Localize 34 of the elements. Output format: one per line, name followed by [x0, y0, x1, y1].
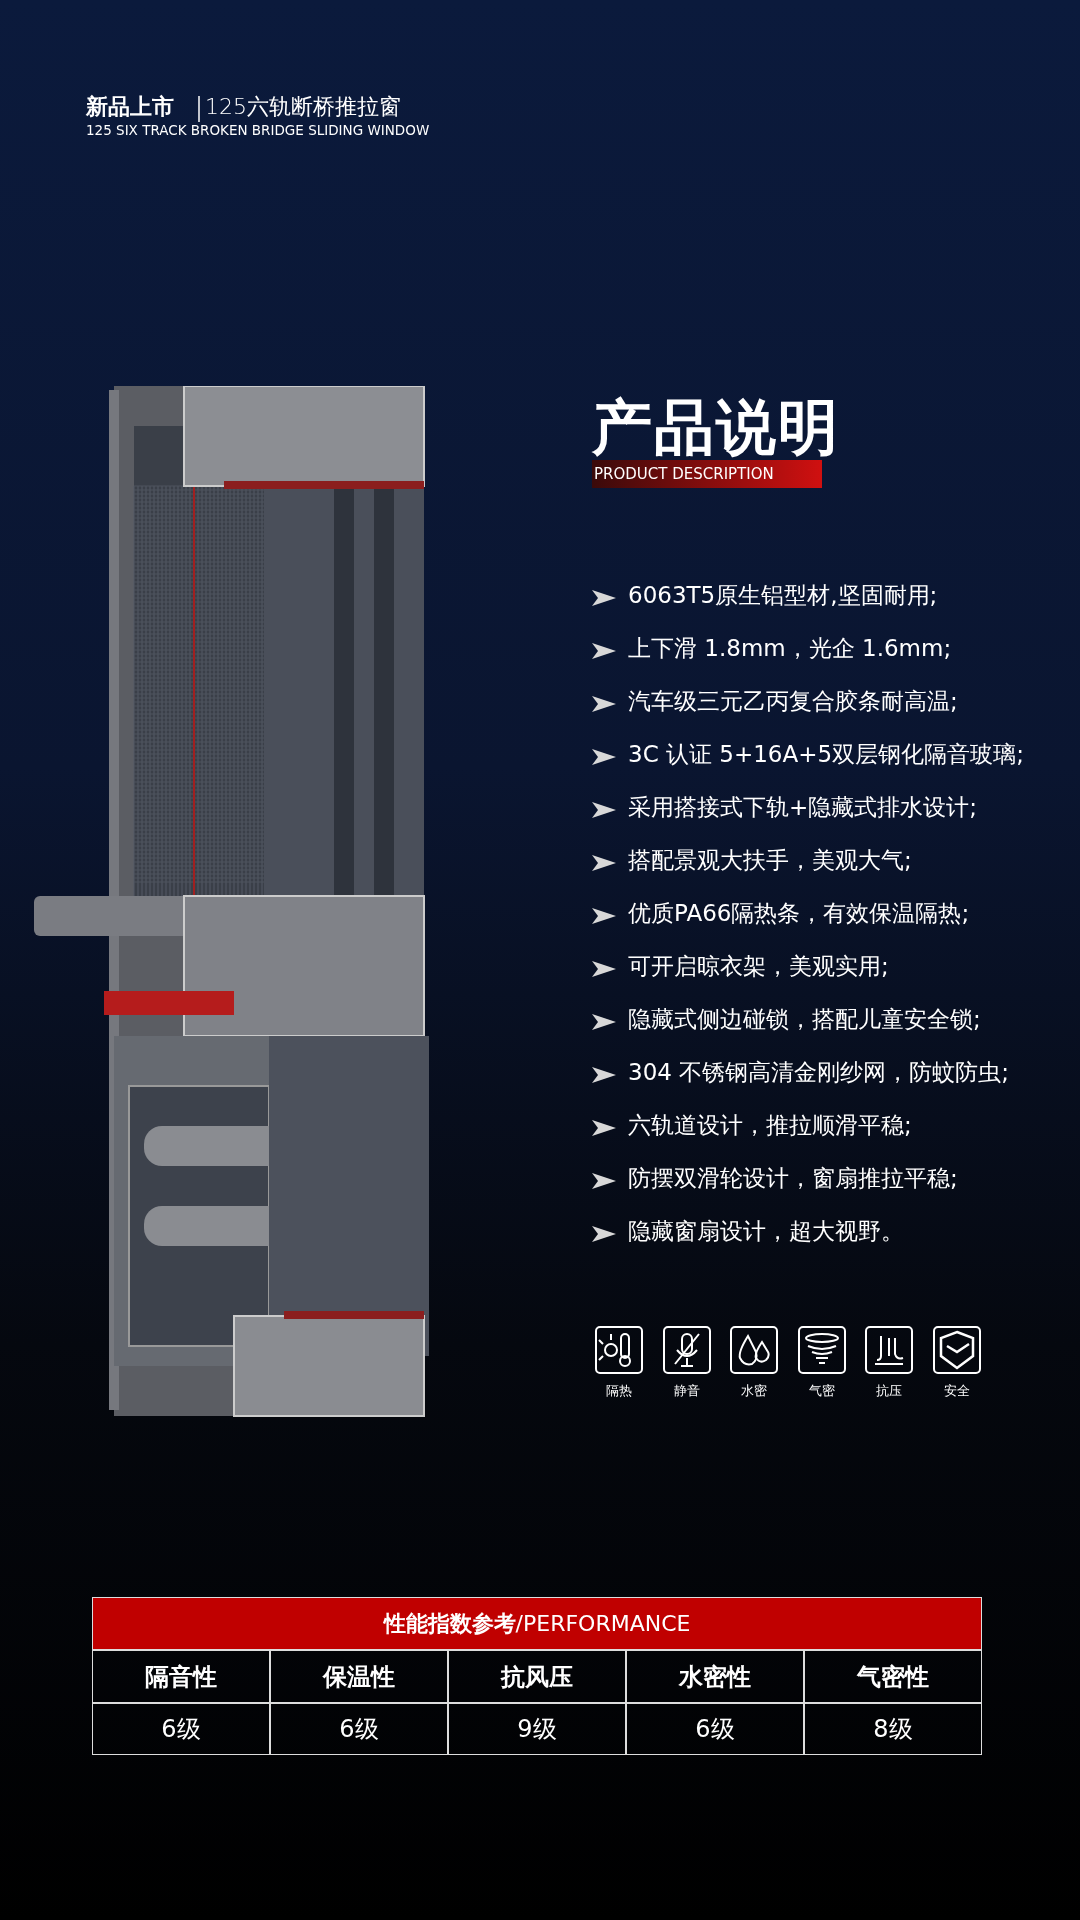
table-cell: 抗风压: [448, 1650, 626, 1703]
feature-text: 隐藏窗扇设计，超大视野。: [628, 1217, 904, 1246]
table-cell: 6级: [92, 1703, 270, 1755]
feature-text: 3C 认证 5+16A+5双层钢化隔音玻璃;: [628, 740, 1024, 769]
product-name: 125六轨断桥推拉窗: [205, 93, 401, 121]
feature-text: 隐藏式侧边碰锁，搭配儿童安全锁;: [628, 1005, 981, 1034]
icon-caption: 水密: [740, 1382, 768, 1400]
english-subtitle: 125 SIX TRACK BROKEN BRIDGE SLIDING WINDOW: [86, 122, 430, 138]
icon-caption: 气密: [807, 1382, 836, 1400]
headline: 新品上市: [86, 93, 174, 121]
subtitle-bar: PRODUCT DESCRIPTION: [592, 460, 822, 488]
table-cell: 8级: [804, 1703, 982, 1755]
table-cell: 9级: [448, 1703, 626, 1755]
feature-text: 优质PA66隔热条，有效保温隔热;: [628, 899, 970, 928]
icon-caption: 安全: [942, 1382, 971, 1400]
table-cell: 保温性: [270, 1650, 448, 1703]
feature-text: 搭配景观大扶手，美观大气;: [628, 846, 912, 875]
icon-caption: 静音: [672, 1382, 701, 1400]
feature-text: 汽车级三元乙丙复合胶条耐高温;: [628, 687, 958, 716]
feature-text: 六轨道设计，推拉顺滑平稳;: [628, 1111, 912, 1140]
feature-text: 304 不锈钢高清金刚纱网，防蚊防虫;: [628, 1058, 1009, 1087]
table-cell: 气密性: [804, 1650, 982, 1703]
table-cell: 隔音性: [92, 1650, 270, 1703]
feature-text: 上下滑 1.8mm，光企 1.6mm;: [628, 634, 952, 663]
feature-text: 防摆双滑轮设计，窗扇推拉平稳;: [628, 1164, 958, 1193]
table-cell: 6级: [626, 1703, 804, 1755]
icon-caption: 隔热: [605, 1382, 633, 1400]
table-cell: 水密性: [626, 1650, 804, 1703]
feature-text: 采用搭接式下轨+隐藏式排水设计;: [628, 793, 978, 822]
table-header: 性能指数参考/PERFORMANCE: [92, 1597, 982, 1650]
table-cell: 6级: [270, 1703, 448, 1755]
feature-text: 可开启晾衣架，美观实用;: [628, 952, 889, 981]
icon-caption: 抗压: [875, 1382, 903, 1400]
feature-text: 6063T5原生铝型材,坚固耐用;: [628, 581, 938, 610]
